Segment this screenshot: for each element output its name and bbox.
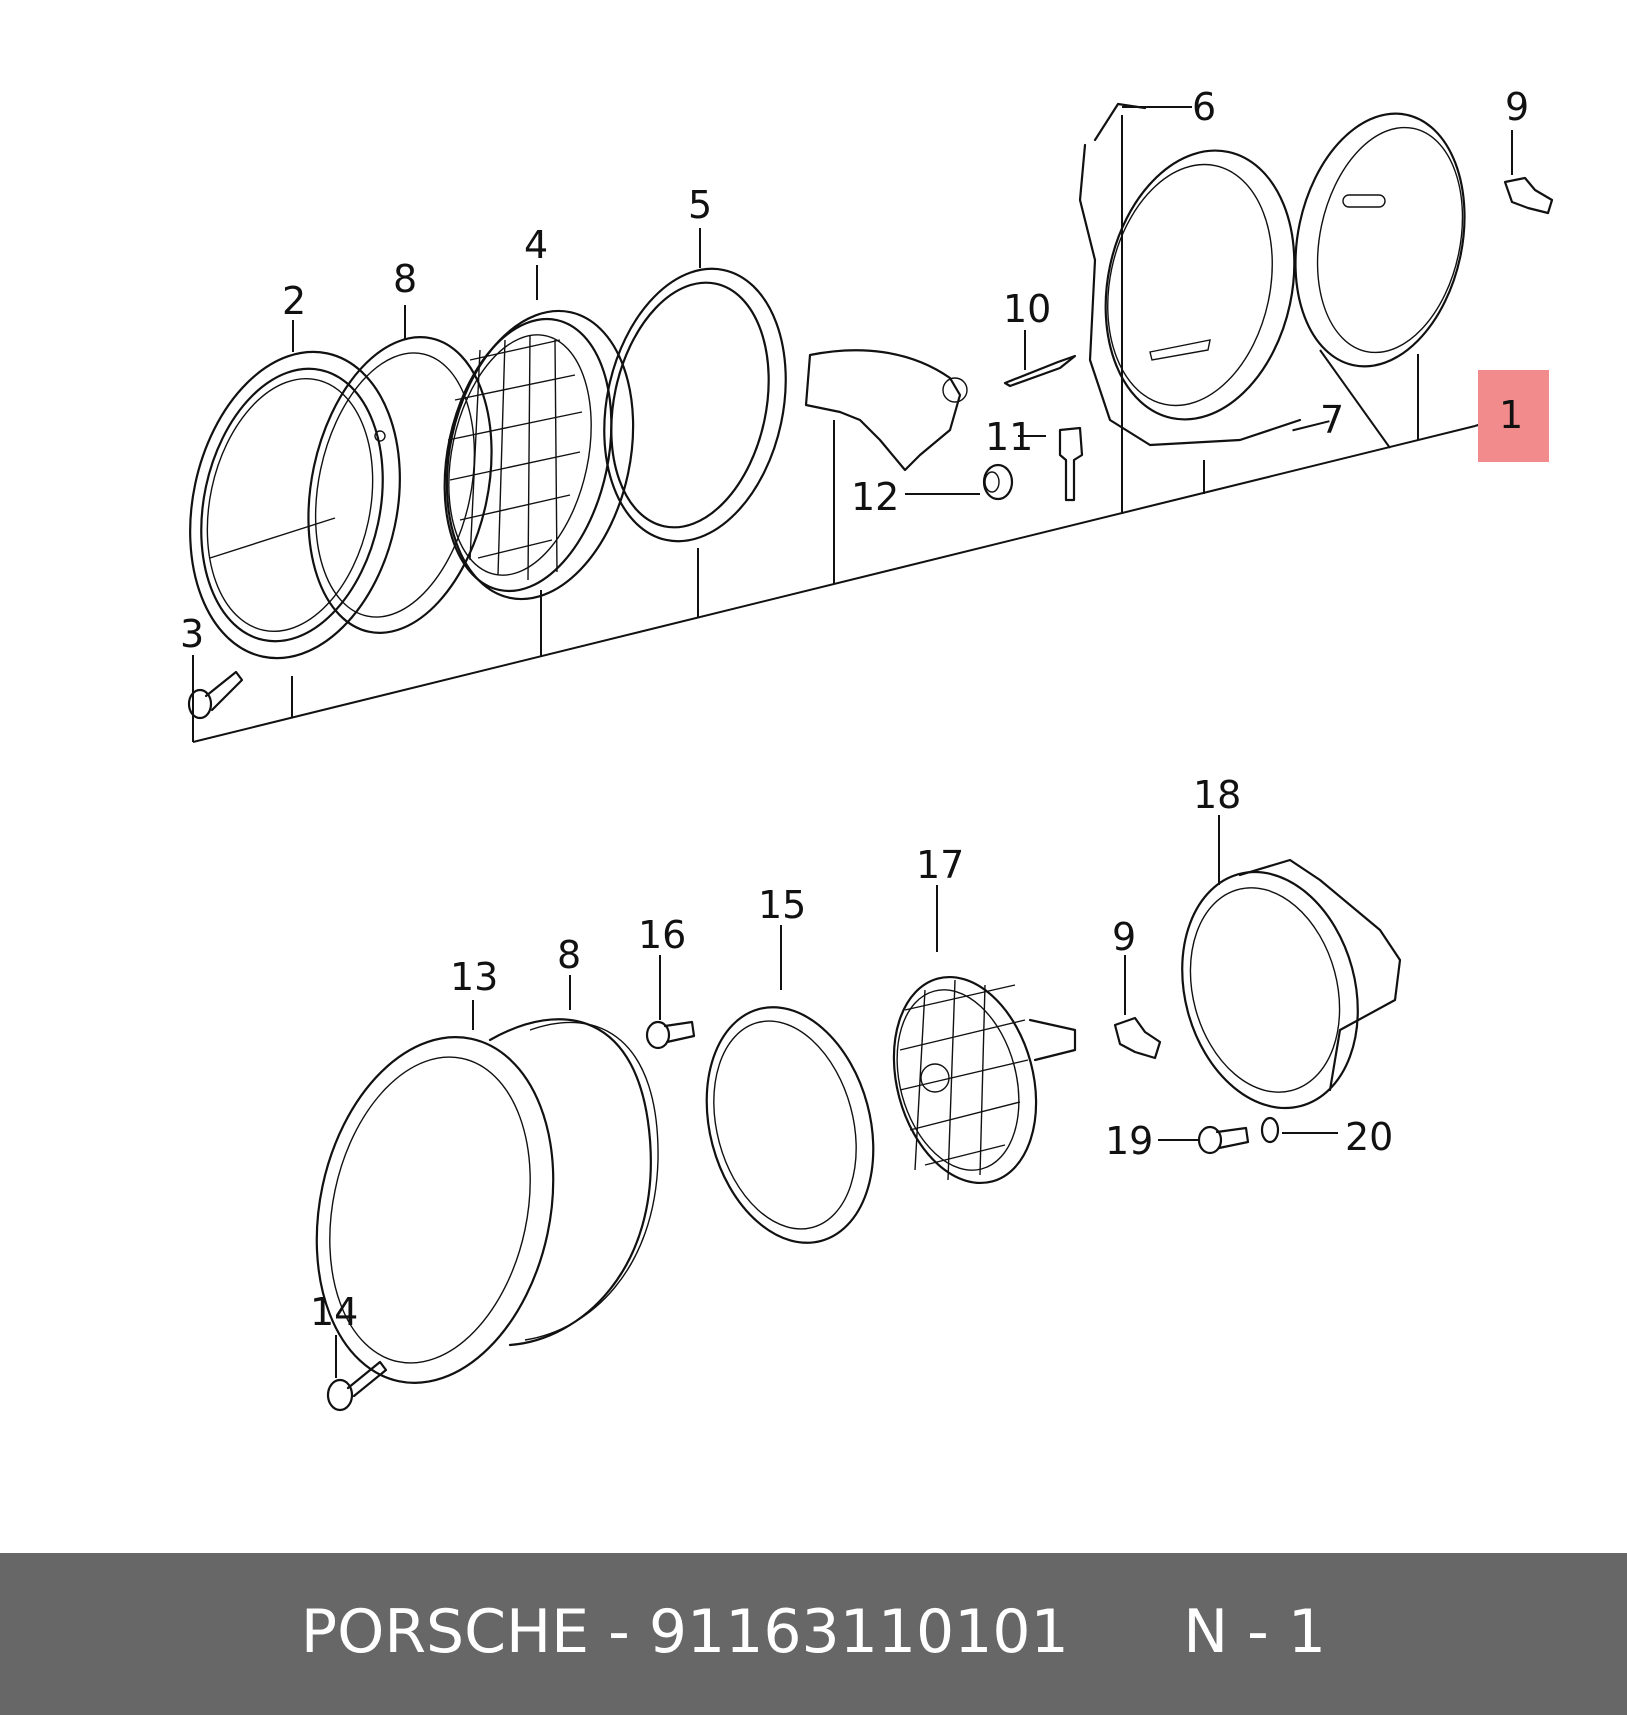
part-5-ring <box>603 267 787 543</box>
upper-assembly-leaders <box>192 106 1513 743</box>
part-number: 91163110101 <box>648 1597 1069 1667</box>
callout-13: 13 <box>450 955 498 999</box>
part-10-pin <box>1003 354 1077 388</box>
part-6-7-housing <box>1078 102 1302 447</box>
callout-8-lower: 8 <box>557 933 581 977</box>
highlight-box-part-1 <box>1478 370 1549 462</box>
part-19-screw <box>1197 1125 1250 1155</box>
exploded-parts-diagram: 1 2 3 4 5 6 7 8 9 10 11 12 13 14 15 16 1… <box>180 85 1554 1412</box>
brand-name: PORSCHE <box>300 1597 590 1667</box>
callout-11: 11 <box>985 415 1033 459</box>
part-20-washer <box>1260 1116 1280 1144</box>
part-11-adjuster-screw <box>1058 426 1084 502</box>
callout-12: 12 <box>851 475 899 519</box>
callout-19: 19 <box>1105 1119 1153 1163</box>
callout-3: 3 <box>180 612 204 656</box>
callout-6: 6 <box>1192 85 1216 129</box>
callout-18: 18 <box>1193 773 1241 817</box>
callout-8-upper: 8 <box>393 257 417 301</box>
part-9-clip-upper <box>1503 176 1554 215</box>
callout-2: 2 <box>282 279 306 323</box>
part-3-screw <box>187 670 244 720</box>
caption-footer-bar: PORSCHE - 91163110101 N - 1 <box>0 1553 1627 1715</box>
position-label: N - 1 <box>1183 1597 1327 1667</box>
callout-16: 16 <box>638 913 686 957</box>
part-12-bushing <box>982 463 1014 501</box>
callout-5: 5 <box>688 183 712 227</box>
callout-7: 7 <box>1320 398 1344 442</box>
part-8-gasket <box>307 336 493 634</box>
part-15-retaining-ring <box>705 1006 875 1244</box>
part-14-screw <box>326 1360 388 1412</box>
callout-9-upper: 9 <box>1505 85 1529 129</box>
callout-10: 10 <box>1003 287 1051 331</box>
part-17-sealed-beam <box>892 975 1077 1185</box>
callout-labels: 1 2 3 4 5 6 7 8 9 10 11 12 13 14 15 16 1… <box>180 85 1529 1334</box>
lower-assembly-leaders <box>335 815 1338 1378</box>
part-8-gasket-lower <box>524 1021 659 1341</box>
part-bracket-cover <box>804 349 968 472</box>
callout-15: 15 <box>758 883 806 927</box>
part-headlamp-bucket-upper <box>1294 112 1466 368</box>
callout-1: 1 <box>1499 393 1523 437</box>
caption-separator: - <box>608 1597 630 1667</box>
callout-20: 20 <box>1345 1115 1393 1159</box>
caption-text: PORSCHE - 91163110101 N - 1 <box>0 1597 1627 1667</box>
part-18-headlamp-bucket <box>1181 858 1402 1110</box>
callout-14: 14 <box>310 1290 358 1334</box>
callout-17: 17 <box>916 843 964 887</box>
callout-4: 4 <box>524 223 548 267</box>
part-4-sealed-beam-lens <box>443 309 635 601</box>
part-16-screw <box>645 1020 696 1050</box>
part-9-clip-lower <box>1113 1016 1162 1060</box>
callout-9-lower: 9 <box>1112 915 1136 959</box>
part-13-outer-trim <box>315 1018 652 1384</box>
part-2-trim-ring <box>189 350 401 660</box>
